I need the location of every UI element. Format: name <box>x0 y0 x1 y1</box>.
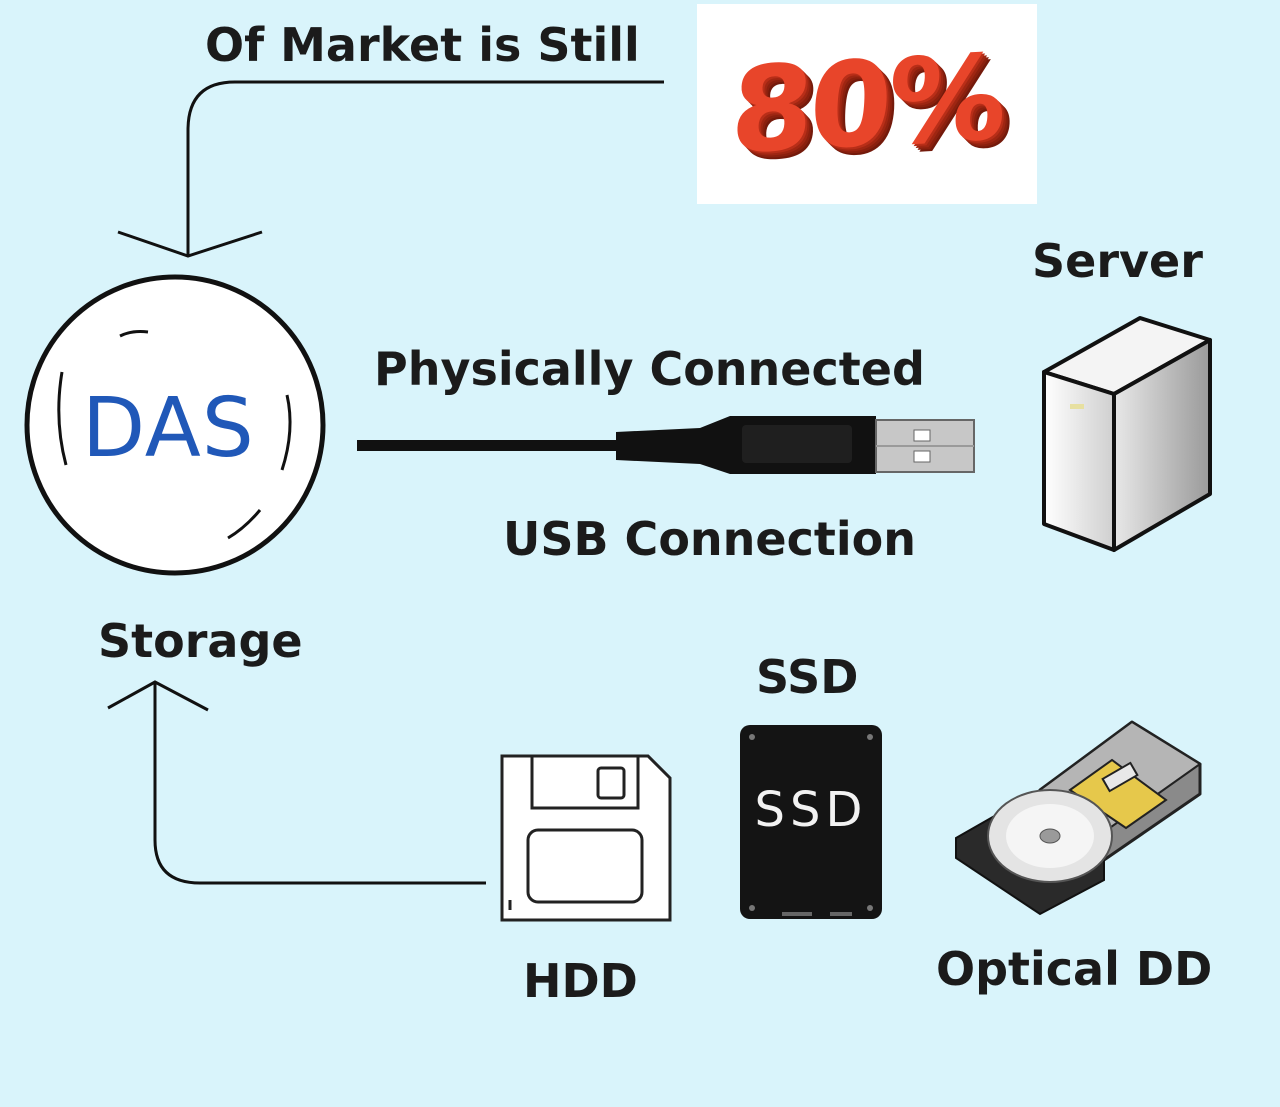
percent-image: 80% <box>697 4 1037 204</box>
market-label: Of Market is Still <box>205 18 640 72</box>
percent-value: 80% <box>727 28 1007 180</box>
market-arrowhead <box>117 230 263 258</box>
ssd-icon <box>740 725 882 919</box>
market-arrow-line <box>186 80 664 255</box>
hdd-label: HDD <box>523 954 638 1008</box>
storage-label: Storage <box>98 614 303 668</box>
floppy-disk-icon <box>500 754 672 922</box>
optical-drive-icon <box>955 720 1202 916</box>
server-label: Server <box>1032 234 1203 288</box>
storage-arrow-line <box>153 682 486 885</box>
usb-cable-icon <box>357 416 975 474</box>
das-label: DAS <box>82 381 255 476</box>
server-icon <box>1042 316 1212 552</box>
physically-connected-label: Physically Connected <box>374 342 925 396</box>
ssd-title-label: SSD <box>756 650 859 704</box>
storage-arrowhead <box>107 680 209 712</box>
optical-dd-label: Optical DD <box>936 942 1213 996</box>
usb-connection-label: USB Connection <box>503 512 916 566</box>
ssd-chip-label: SSD <box>754 782 868 838</box>
das-circle <box>24 274 326 576</box>
